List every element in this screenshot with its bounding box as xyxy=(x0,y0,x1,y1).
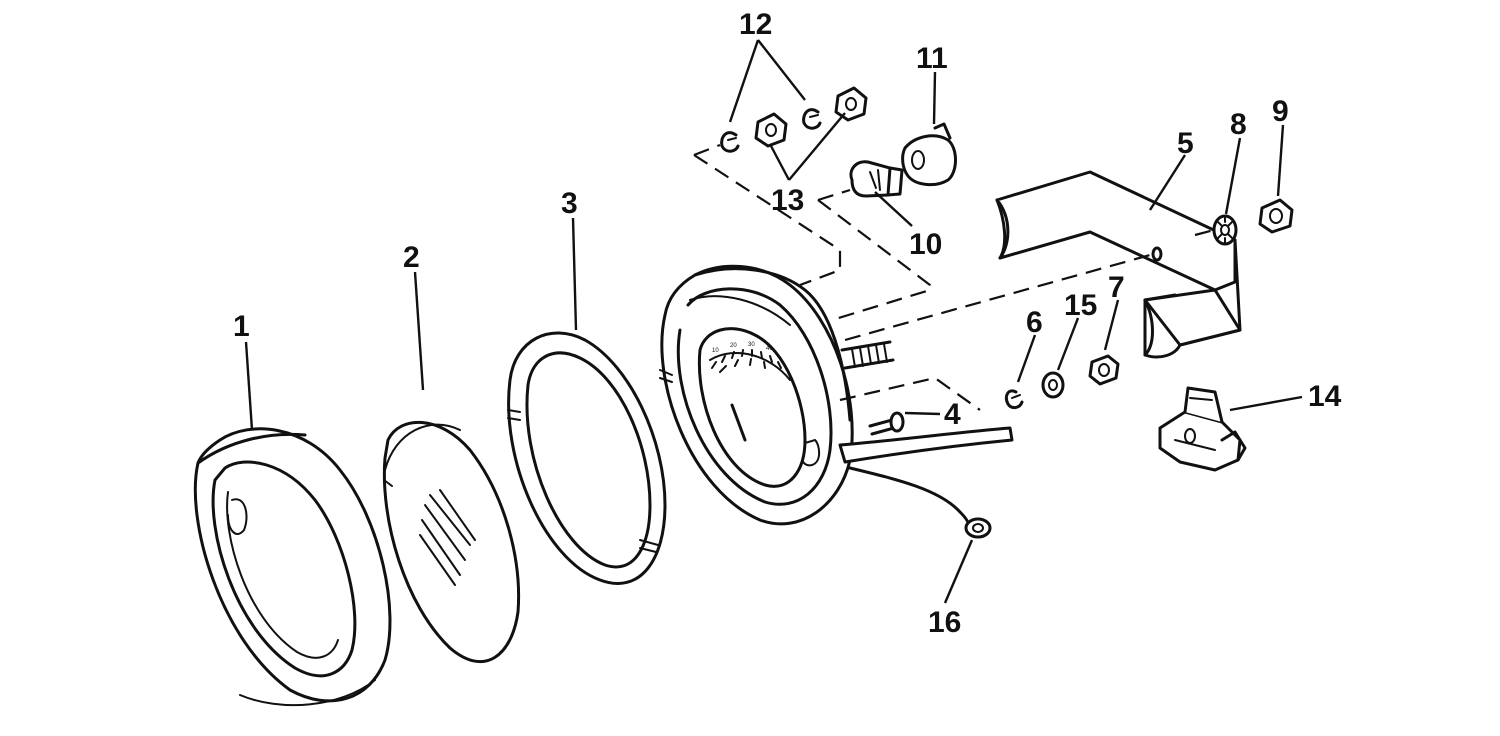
callout-11: 11 xyxy=(916,42,948,75)
part-8-star-washer xyxy=(1212,214,1238,246)
callout-3: 3 xyxy=(561,187,578,220)
callout-14: 14 xyxy=(1308,380,1342,413)
dial-scale-label: 30 xyxy=(748,342,755,348)
callout-15: 15 xyxy=(1064,289,1097,322)
part-1-bezel xyxy=(193,427,392,707)
part-13-nut xyxy=(754,112,788,148)
part-7-nut xyxy=(1088,354,1120,386)
callout-2: 2 xyxy=(403,241,420,274)
callout-7: 7 xyxy=(1108,271,1125,304)
callout-8: 8 xyxy=(1230,108,1247,141)
part-9-nut xyxy=(1258,198,1294,234)
part-15-washer xyxy=(1041,371,1065,399)
callout-6: 6 xyxy=(1026,306,1043,339)
callout-10: 10 xyxy=(909,228,942,261)
part-12-lock-washer xyxy=(802,108,822,130)
leader-lines xyxy=(244,39,1303,604)
callout-16: 16 xyxy=(928,606,961,639)
part-13-nut xyxy=(834,86,868,122)
callout-9: 9 xyxy=(1272,95,1289,128)
callout-12: 12 xyxy=(739,8,772,41)
part-6-lock-washer xyxy=(1004,389,1024,410)
dial-scale-label: 10 xyxy=(712,348,719,354)
callout-labels: 1 2 3 4 5 6 7 8 9 10 11 12 13 14 15 16 xyxy=(233,8,1342,639)
dial-scale-label: 20 xyxy=(730,343,737,349)
callout-4: 4 xyxy=(944,398,961,431)
callout-13: 13 xyxy=(771,184,804,217)
part-2-lens xyxy=(382,420,521,664)
part-10-bulb xyxy=(849,160,904,198)
part-11-socket xyxy=(901,122,957,187)
callout-1: 1 xyxy=(233,310,250,343)
part-3-gasket xyxy=(507,331,667,585)
part-4-screw xyxy=(868,411,905,436)
part-12-lock-washer xyxy=(720,131,740,153)
dial-scale-label: 40 xyxy=(766,346,773,352)
callout-5: 5 xyxy=(1177,127,1194,160)
gauge-housing: 10 20 30 40 xyxy=(659,264,1014,539)
assembly-lines xyxy=(693,143,1215,411)
part-14-clip xyxy=(1158,386,1247,472)
